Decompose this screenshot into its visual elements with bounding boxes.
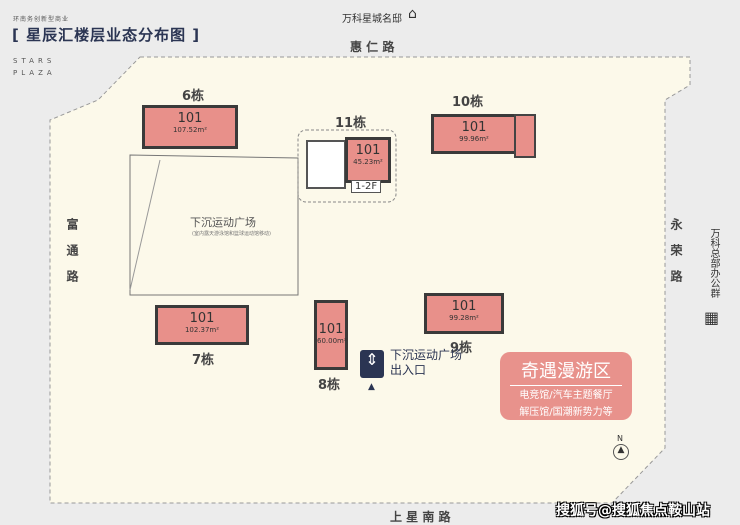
stair-core xyxy=(306,140,346,189)
plaza-note: (室内露天游泳馆和篮球运动馆移动) xyxy=(192,231,271,237)
zone-callout: 奇遇漫游区 电竞馆/汽车主题餐厅 解压馆/国潮新势力等 xyxy=(500,352,632,420)
building-icon: ⌂ xyxy=(408,6,417,22)
floors-badge: 1-2F xyxy=(351,180,382,193)
landmark-north: 万科星城名邸 xyxy=(342,14,402,25)
office-icon: ▦ xyxy=(704,308,720,327)
landmark-east: 万科总部办公群 xyxy=(708,228,719,298)
compass-label: N xyxy=(617,434,623,443)
subtitle: 环南务创新型商业 xyxy=(13,16,70,23)
building-8-label: 8栋 xyxy=(318,378,341,393)
building-10-label: 10栋 xyxy=(452,95,484,110)
building-6-label: 6栋 xyxy=(182,89,205,104)
compass-icon: ▲ xyxy=(613,444,629,460)
entrance-icon: ⇕ xyxy=(360,350,384,378)
building-7-label: 7栋 xyxy=(192,353,215,368)
stair-10 xyxy=(514,114,536,158)
building-11-label: 11栋 xyxy=(335,116,367,131)
entrance-label: 下沉运动广场出入口 xyxy=(390,348,463,377)
road-west: 富通路 xyxy=(65,218,79,296)
entrance-arrow-icon: ▲ xyxy=(368,382,375,392)
building-9-label: 9栋 xyxy=(450,341,473,356)
road-south: 上 星 南 路 xyxy=(390,510,451,524)
watermark: 搜狐号@搜狐焦点鞍山站 xyxy=(556,503,710,519)
road-east: 永荣路 xyxy=(669,218,683,296)
page-title: [ 星辰汇楼层业态分布图 ] xyxy=(12,26,201,44)
road-north: 惠 仁 路 xyxy=(350,40,395,54)
plaza-title: 下沉运动广场 xyxy=(190,216,256,229)
